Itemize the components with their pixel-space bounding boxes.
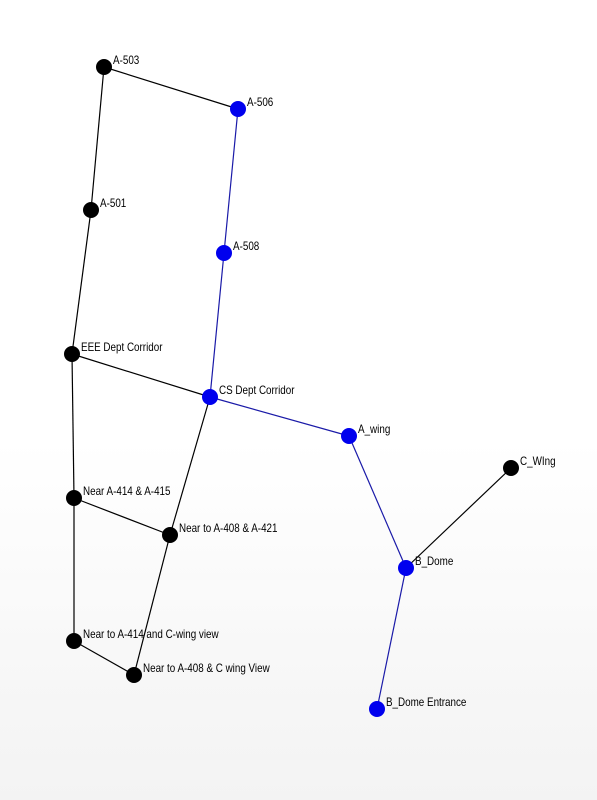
node-cwing[interactable]	[503, 460, 519, 476]
nodes-layer	[64, 59, 519, 717]
edge-a501-eee	[71, 209, 92, 355]
edge-a503-a501	[90, 66, 105, 211]
node-n414[interactable]	[66, 490, 82, 506]
edge-eee-cs	[71, 353, 211, 398]
edge-n414-n408	[73, 497, 171, 536]
node-n408c[interactable]	[126, 667, 142, 683]
edges-layer	[71, 66, 512, 710]
node-n414c[interactable]	[66, 633, 82, 649]
node-label-bdome: B_Dome	[415, 554, 454, 568]
node-bdomeent[interactable]	[369, 701, 385, 717]
node-label-a503: A-503	[113, 53, 140, 67]
edge-cwing-bdome	[405, 467, 512, 569]
edge-awing-bdome	[348, 435, 407, 569]
node-label-a506: A-506	[247, 95, 274, 109]
node-label-bdomeent: B_Dome Entrance	[386, 695, 467, 709]
node-label-a508: A-508	[233, 239, 260, 253]
node-a503[interactable]	[96, 59, 112, 75]
edge-eee-n414	[71, 353, 75, 499]
edge-a506-a508	[223, 108, 239, 254]
node-label-cs: CS Dept Corridor	[219, 383, 295, 397]
node-a508[interactable]	[216, 245, 232, 261]
node-label-n414: Near A-414 & A-415	[83, 484, 171, 498]
node-cs[interactable]	[202, 389, 218, 405]
node-a501[interactable]	[83, 202, 99, 218]
node-label-eee: EEE Dept Corridor	[81, 340, 163, 354]
edge-a503-a506	[103, 66, 239, 110]
edge-n414c-n408c	[73, 640, 135, 676]
node-eee[interactable]	[64, 346, 80, 362]
edge-bdome-bdomeent	[376, 567, 407, 710]
node-label-n408c: Near to A-408 & C wing View	[143, 661, 270, 675]
node-bdome[interactable]	[398, 560, 414, 576]
node-awing[interactable]	[341, 428, 357, 444]
node-label-a501: A-501	[100, 196, 127, 210]
node-label-awing: A_wing	[358, 422, 390, 436]
edge-a508-cs	[209, 252, 225, 398]
node-label-cwing: C_WIng	[520, 454, 556, 468]
edge-cs-awing	[209, 396, 350, 437]
edge-n408-n408c	[133, 534, 171, 676]
node-a506[interactable]	[230, 101, 246, 117]
edge-cs-n408	[169, 396, 211, 536]
node-label-n414c: Near to A-414 and C-wing view	[83, 627, 219, 641]
node-n408[interactable]	[162, 527, 178, 543]
node-label-n408: Near to A-408 & A-421	[179, 521, 278, 535]
